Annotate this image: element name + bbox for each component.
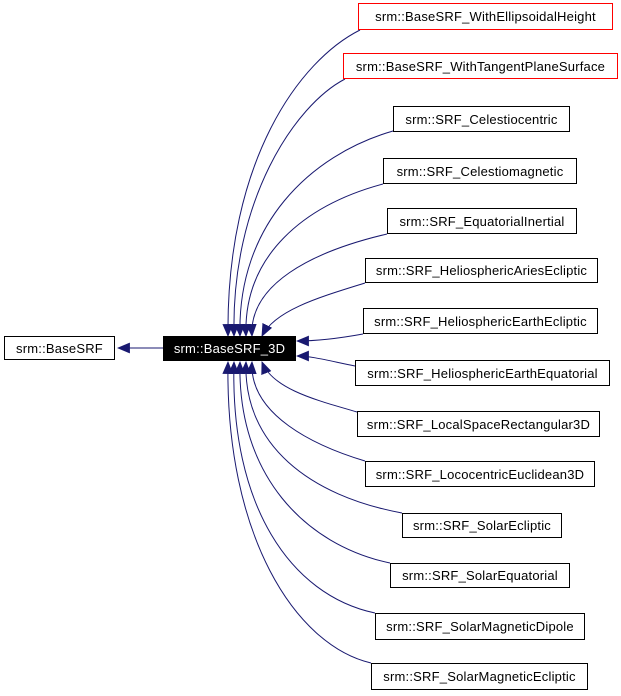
inheritance-edge — [240, 183, 384, 338]
inheritance-edge — [245, 360, 366, 462]
inheritance-edge — [222, 29, 361, 338]
inheritance-edge — [295, 350, 356, 367]
node-srf-solar-magnetic-ecliptic[interactable]: srm::SRF_SolarMagneticEcliptic — [371, 663, 588, 690]
inheritance-edge — [261, 360, 358, 413]
inheritance-edge — [261, 282, 366, 337]
inheritance-edge — [245, 233, 388, 338]
inheritance-edge — [228, 78, 346, 338]
node-srf-heliospheric-aries-ecliptic[interactable]: srm::SRF_HeliosphericAriesEcliptic — [365, 258, 598, 283]
node-base-srf-3d: srm::BaseSRF_3D — [163, 336, 296, 361]
node-srf-lococentric-euclidean-3d[interactable]: srm::SRF_LococentricEuclidean3D — [365, 461, 595, 487]
node-srf-heliospheric-earth-ecliptic[interactable]: srm::SRF_HeliosphericEarthEcliptic — [363, 308, 598, 334]
node-srf-solar-equatorial[interactable]: srm::SRF_SolarEquatorial — [390, 563, 570, 588]
node-base-srf-with-tangent-plane-surface[interactable]: srm::BaseSRF_WithTangentPlaneSurface — [343, 53, 618, 79]
inheritance-edge — [234, 360, 391, 564]
inheritance-edge — [234, 130, 394, 338]
node-srf-equatorial-inertial[interactable]: srm::SRF_EquatorialInertial — [387, 208, 577, 234]
node-srf-solar-ecliptic[interactable]: srm::SRF_SolarEcliptic — [402, 513, 562, 538]
inheritance-edge — [222, 360, 372, 664]
node-srf-heliospheric-earth-equatorial[interactable]: srm::SRF_HeliosphericEarthEquatorial — [355, 360, 610, 386]
node-srf-solar-magnetic-dipole[interactable]: srm::SRF_SolarMagneticDipole — [375, 613, 585, 640]
node-base-srf-with-ellipsoidal-height[interactable]: srm::BaseSRF_WithEllipsoidalHeight — [358, 3, 613, 30]
inheritance-edge — [295, 333, 364, 347]
node-base-srf[interactable]: srm::BaseSRF — [4, 336, 115, 360]
node-srf-celestiomagnetic[interactable]: srm::SRF_Celestiomagnetic — [383, 158, 577, 184]
node-srf-local-space-rectangular-3d[interactable]: srm::SRF_LocalSpaceRectangular3D — [357, 411, 600, 437]
node-srf-celestiocentric[interactable]: srm::SRF_Celestiocentric — [393, 106, 570, 132]
inheritance-edge — [240, 360, 403, 514]
inheritance-edge — [228, 360, 376, 614]
